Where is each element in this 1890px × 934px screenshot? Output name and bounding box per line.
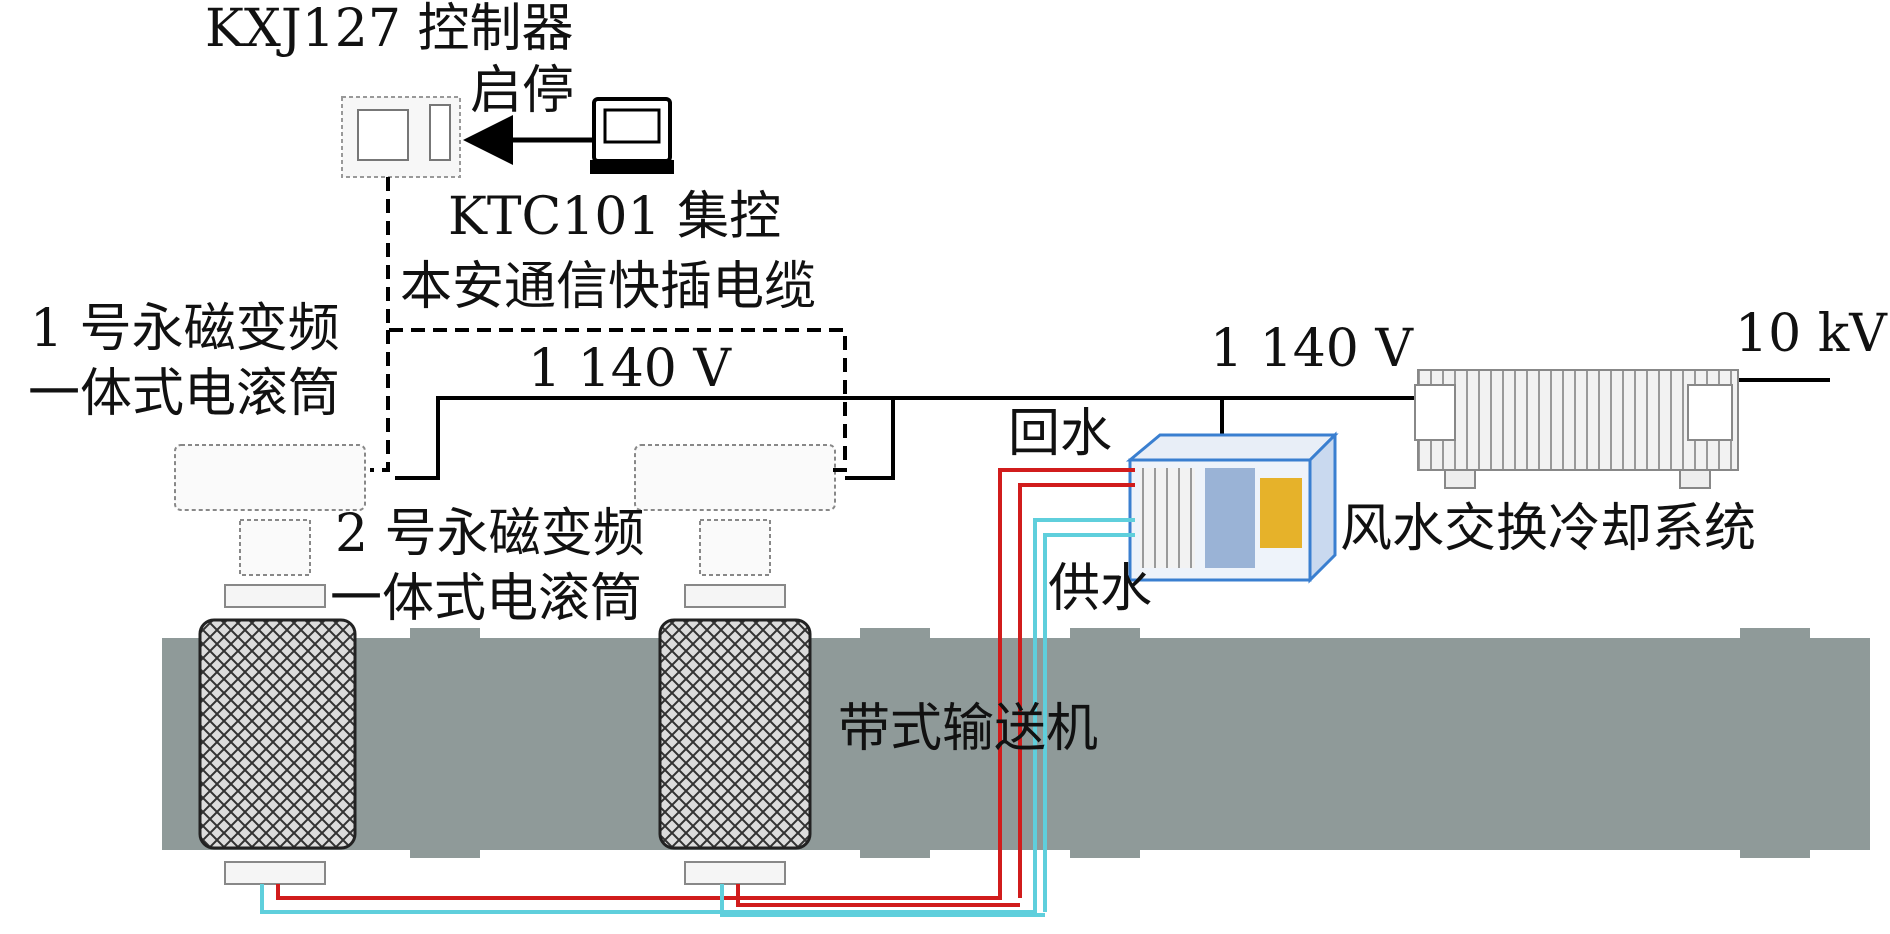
drum2-label-line1: 2 号永磁变频: [335, 504, 645, 564]
supply-water-label: 供水: [1048, 559, 1153, 619]
cooling-system-unit: [1125, 431, 1339, 584]
drum1-label-line2: 一体式电滚筒: [28, 364, 341, 424]
belt-conveyor: [162, 628, 1870, 858]
drum1-label-line1: 1 号永磁变频: [30, 299, 340, 359]
drum-2: [634, 444, 836, 885]
conveyor-label: 带式输送机: [838, 699, 1099, 759]
return-water-label: 回水: [1008, 404, 1113, 464]
power-line-1140v: [395, 396, 1415, 480]
drum-1: [174, 444, 366, 885]
return-water-pipes: [276, 468, 1135, 907]
cooling-system-label: 风水交换冷却系统: [1340, 499, 1757, 559]
start-stop-label: 启停: [470, 61, 575, 121]
communication-cable-drum1: [370, 330, 390, 472]
supply-water-pipes: [260, 518, 1135, 917]
power-tap-drum2: [845, 398, 895, 480]
drum2-label-line2: 一体式电滚筒: [330, 569, 643, 629]
kxj127-controller: [341, 96, 461, 178]
controller-label: KXJ127 控制器: [205, 0, 574, 59]
transformer-unit: [1414, 369, 1739, 489]
communication-cable: [386, 177, 847, 472]
ktc101-terminal: [590, 97, 674, 174]
voltage-left-label: 1 140 V: [528, 339, 731, 399]
comm-cable-label: 本安通信快插电缆: [400, 257, 817, 317]
voltage-right-label: 1 140 V: [1210, 319, 1413, 379]
voltage-source-label: 10 kV: [1735, 304, 1887, 364]
ktc101-label: KTC101 集控: [448, 187, 782, 247]
